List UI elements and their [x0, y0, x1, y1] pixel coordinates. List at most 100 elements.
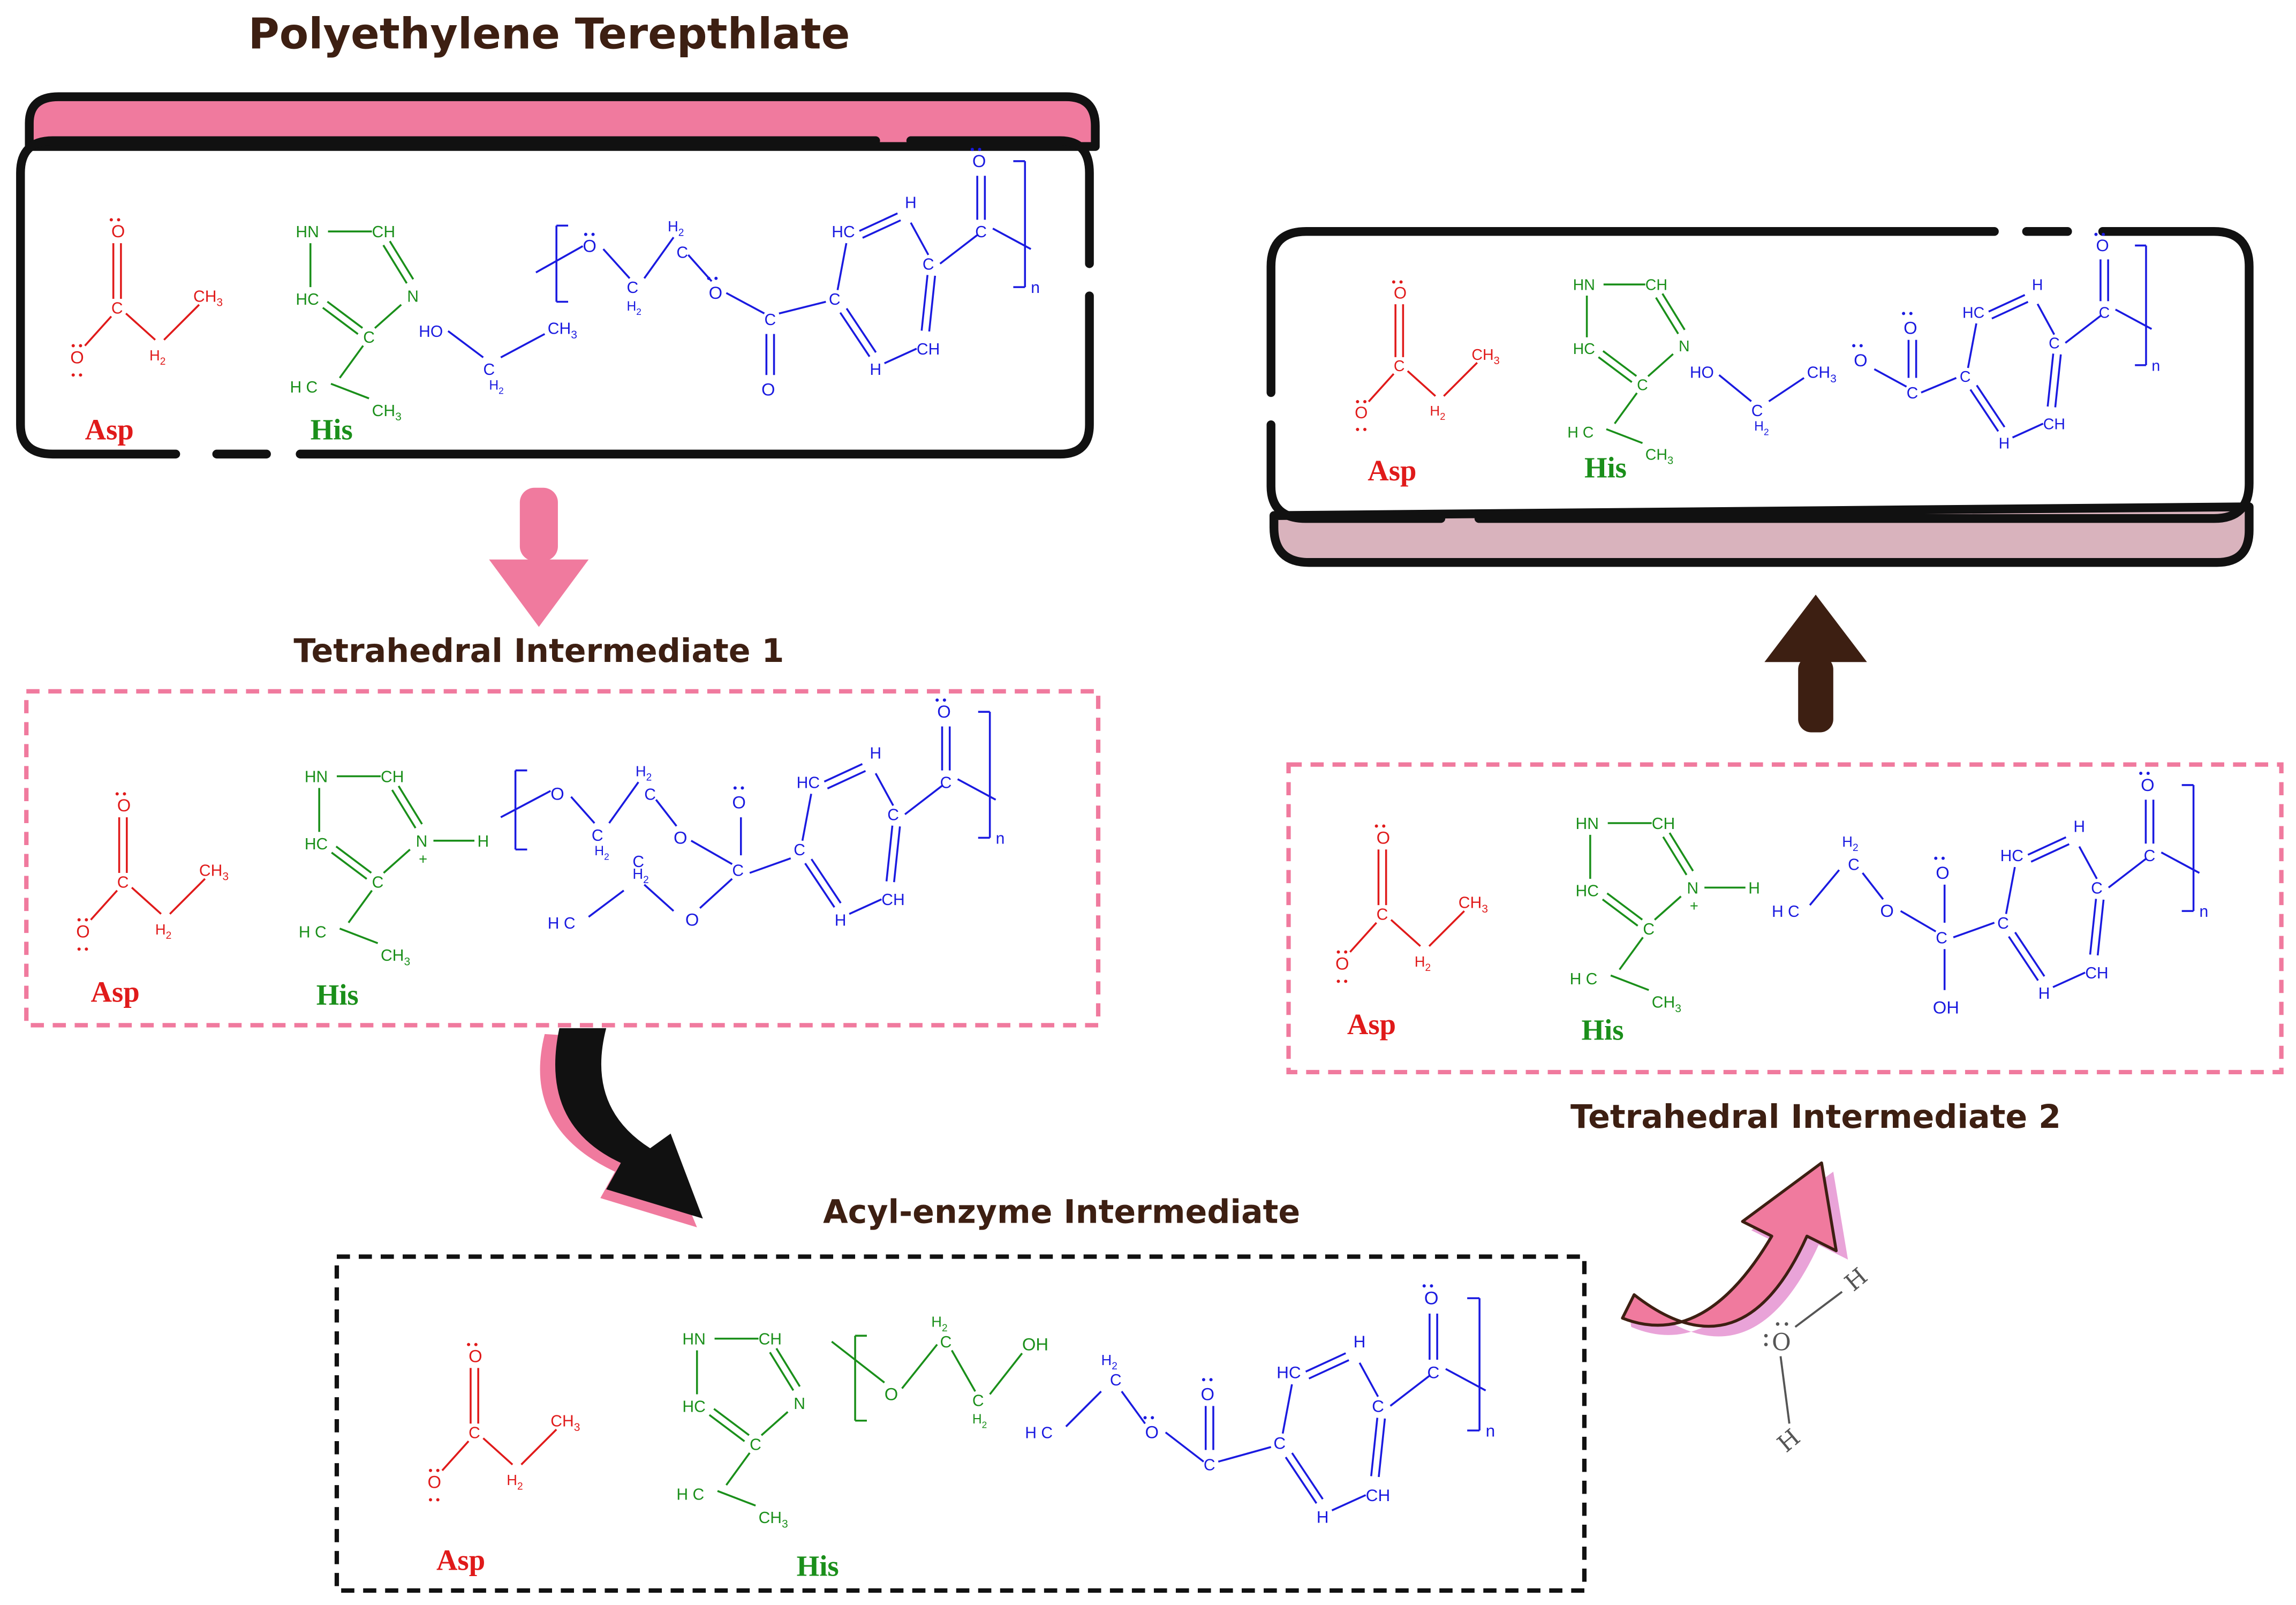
- acyl-h2a: H2: [931, 1314, 947, 1334]
- bond: [725, 1452, 751, 1486]
- bond: [1809, 869, 1840, 906]
- bond: [2036, 303, 2056, 335]
- atom-subscript: 3: [404, 955, 410, 968]
- acyl-ester-c: C: [1204, 1457, 1215, 1474]
- ti2-box: [1286, 762, 2284, 1075]
- bond: [84, 315, 112, 346]
- bond: [1654, 895, 1682, 921]
- ring-h2: H: [1999, 435, 2010, 453]
- asp-carbonyl-o: O: [469, 1346, 482, 1366]
- bond: [779, 300, 826, 315]
- asp-ch2: H2: [155, 921, 171, 941]
- bond: [1602, 350, 1637, 377]
- lone-pair-dot: [2094, 232, 2098, 236]
- ring-c1: C: [1273, 1434, 1286, 1453]
- bond: [1308, 1359, 1349, 1380]
- pet-c2: C: [676, 244, 688, 261]
- bond: [1331, 1494, 1366, 1512]
- his-nh: HN: [296, 223, 319, 241]
- bond: [1305, 1352, 1346, 1373]
- title-acyl: Acyl-enzyme Intermediate: [823, 1194, 1300, 1231]
- ser-ch2: H2: [489, 379, 503, 396]
- acyl-box: [334, 1254, 1587, 1593]
- asp-label-5: Asp: [1368, 454, 1416, 487]
- lone-pair-dot: [2146, 772, 2150, 775]
- lone-pair-dot: [123, 792, 126, 796]
- atom-subscript: 2: [646, 772, 652, 783]
- pet-o2: O: [709, 283, 723, 303]
- bond: [1953, 922, 1995, 939]
- atom-subscript: 2: [160, 356, 166, 367]
- bond: [1358, 1362, 1379, 1397]
- asp-label-2: Asp: [91, 976, 140, 1008]
- bond: [382, 244, 408, 284]
- ring-h2: H: [870, 361, 881, 379]
- ti1-tet-c: C: [732, 862, 744, 879]
- lone-pair-dot: [1143, 1416, 1147, 1420]
- lone-pair-dot: [2102, 232, 2105, 236]
- bond: [90, 890, 118, 921]
- bond: [588, 890, 625, 918]
- lone-pair-dot: [117, 218, 120, 222]
- lone-pair-dot: [436, 1468, 440, 1472]
- carbonyl-o: O: [937, 702, 951, 721]
- his-ch: CH: [381, 768, 404, 786]
- his-charge: +: [419, 851, 427, 868]
- bond: [374, 304, 402, 329]
- his-hc: HC: [305, 835, 328, 853]
- carbonyl-o: O: [972, 151, 986, 171]
- bond: [893, 826, 901, 883]
- lone-pair-dot: [71, 344, 75, 348]
- lone-pair-dot: [1399, 280, 1403, 284]
- his-ch: CH: [759, 1331, 782, 1348]
- lone-pair-dot: [85, 918, 88, 922]
- bond: [389, 240, 414, 280]
- carbonyl-c: C: [940, 774, 952, 792]
- bond: [831, 1340, 885, 1384]
- bond: [2005, 866, 2016, 914]
- his-label-4: His: [1581, 1014, 1623, 1046]
- asp-ch2: H2: [507, 1472, 523, 1492]
- atom-subscript: 2: [604, 851, 609, 862]
- asp-oxide: O: [428, 1472, 442, 1492]
- ring-c1: C: [1997, 915, 2009, 932]
- asp-carbon: C: [1394, 358, 1405, 375]
- atom-subscript: 2: [517, 1481, 523, 1492]
- bond: [391, 789, 417, 829]
- his-h2c: H C: [1567, 424, 1593, 441]
- ring-ch: CH: [1366, 1486, 1391, 1505]
- lone-pair-dot: [741, 786, 744, 790]
- bond: [2065, 314, 2102, 344]
- atom-subscript: 2: [982, 1419, 987, 1430]
- lone-pair-dot: [1909, 312, 1913, 315]
- lone-pair-dot: [467, 1343, 471, 1346]
- carbonyl-c: C: [2099, 305, 2110, 322]
- bond: [1281, 1384, 1293, 1434]
- lone-pair-dot: [591, 232, 595, 236]
- lone-pair-dot: [79, 373, 82, 377]
- ti1-o1: O: [550, 783, 564, 803]
- asp-carbon: C: [1377, 906, 1388, 924]
- asp-label-4: Asp: [1347, 1008, 1396, 1041]
- asp-carbonyl-o: O: [117, 795, 131, 815]
- lone-pair-dot: [428, 1498, 433, 1502]
- atom-subscript: 2: [1764, 426, 1769, 437]
- bond: [708, 1414, 745, 1442]
- his-hc: HC: [1576, 883, 1599, 900]
- bond: [1065, 1390, 1102, 1427]
- bond: [383, 848, 411, 874]
- arrow-ti2-to-product: [1764, 594, 1867, 733]
- lone-pair-dot: [1209, 1378, 1213, 1382]
- lone-pair-dot: [584, 232, 587, 236]
- atom-subscript: 3: [1494, 355, 1500, 367]
- bond: [859, 212, 898, 232]
- atom-subscript: 2: [1853, 842, 1859, 854]
- prod-oxide: O: [1854, 350, 1868, 370]
- prod-ch2: H2: [1754, 419, 1769, 437]
- asp-carbonyl-o: O: [1377, 827, 1391, 847]
- lone-pair-dot: [1344, 979, 1348, 983]
- arrow-ti1-to-acyl: [540, 1028, 703, 1227]
- his-ch: CH: [1652, 815, 1675, 833]
